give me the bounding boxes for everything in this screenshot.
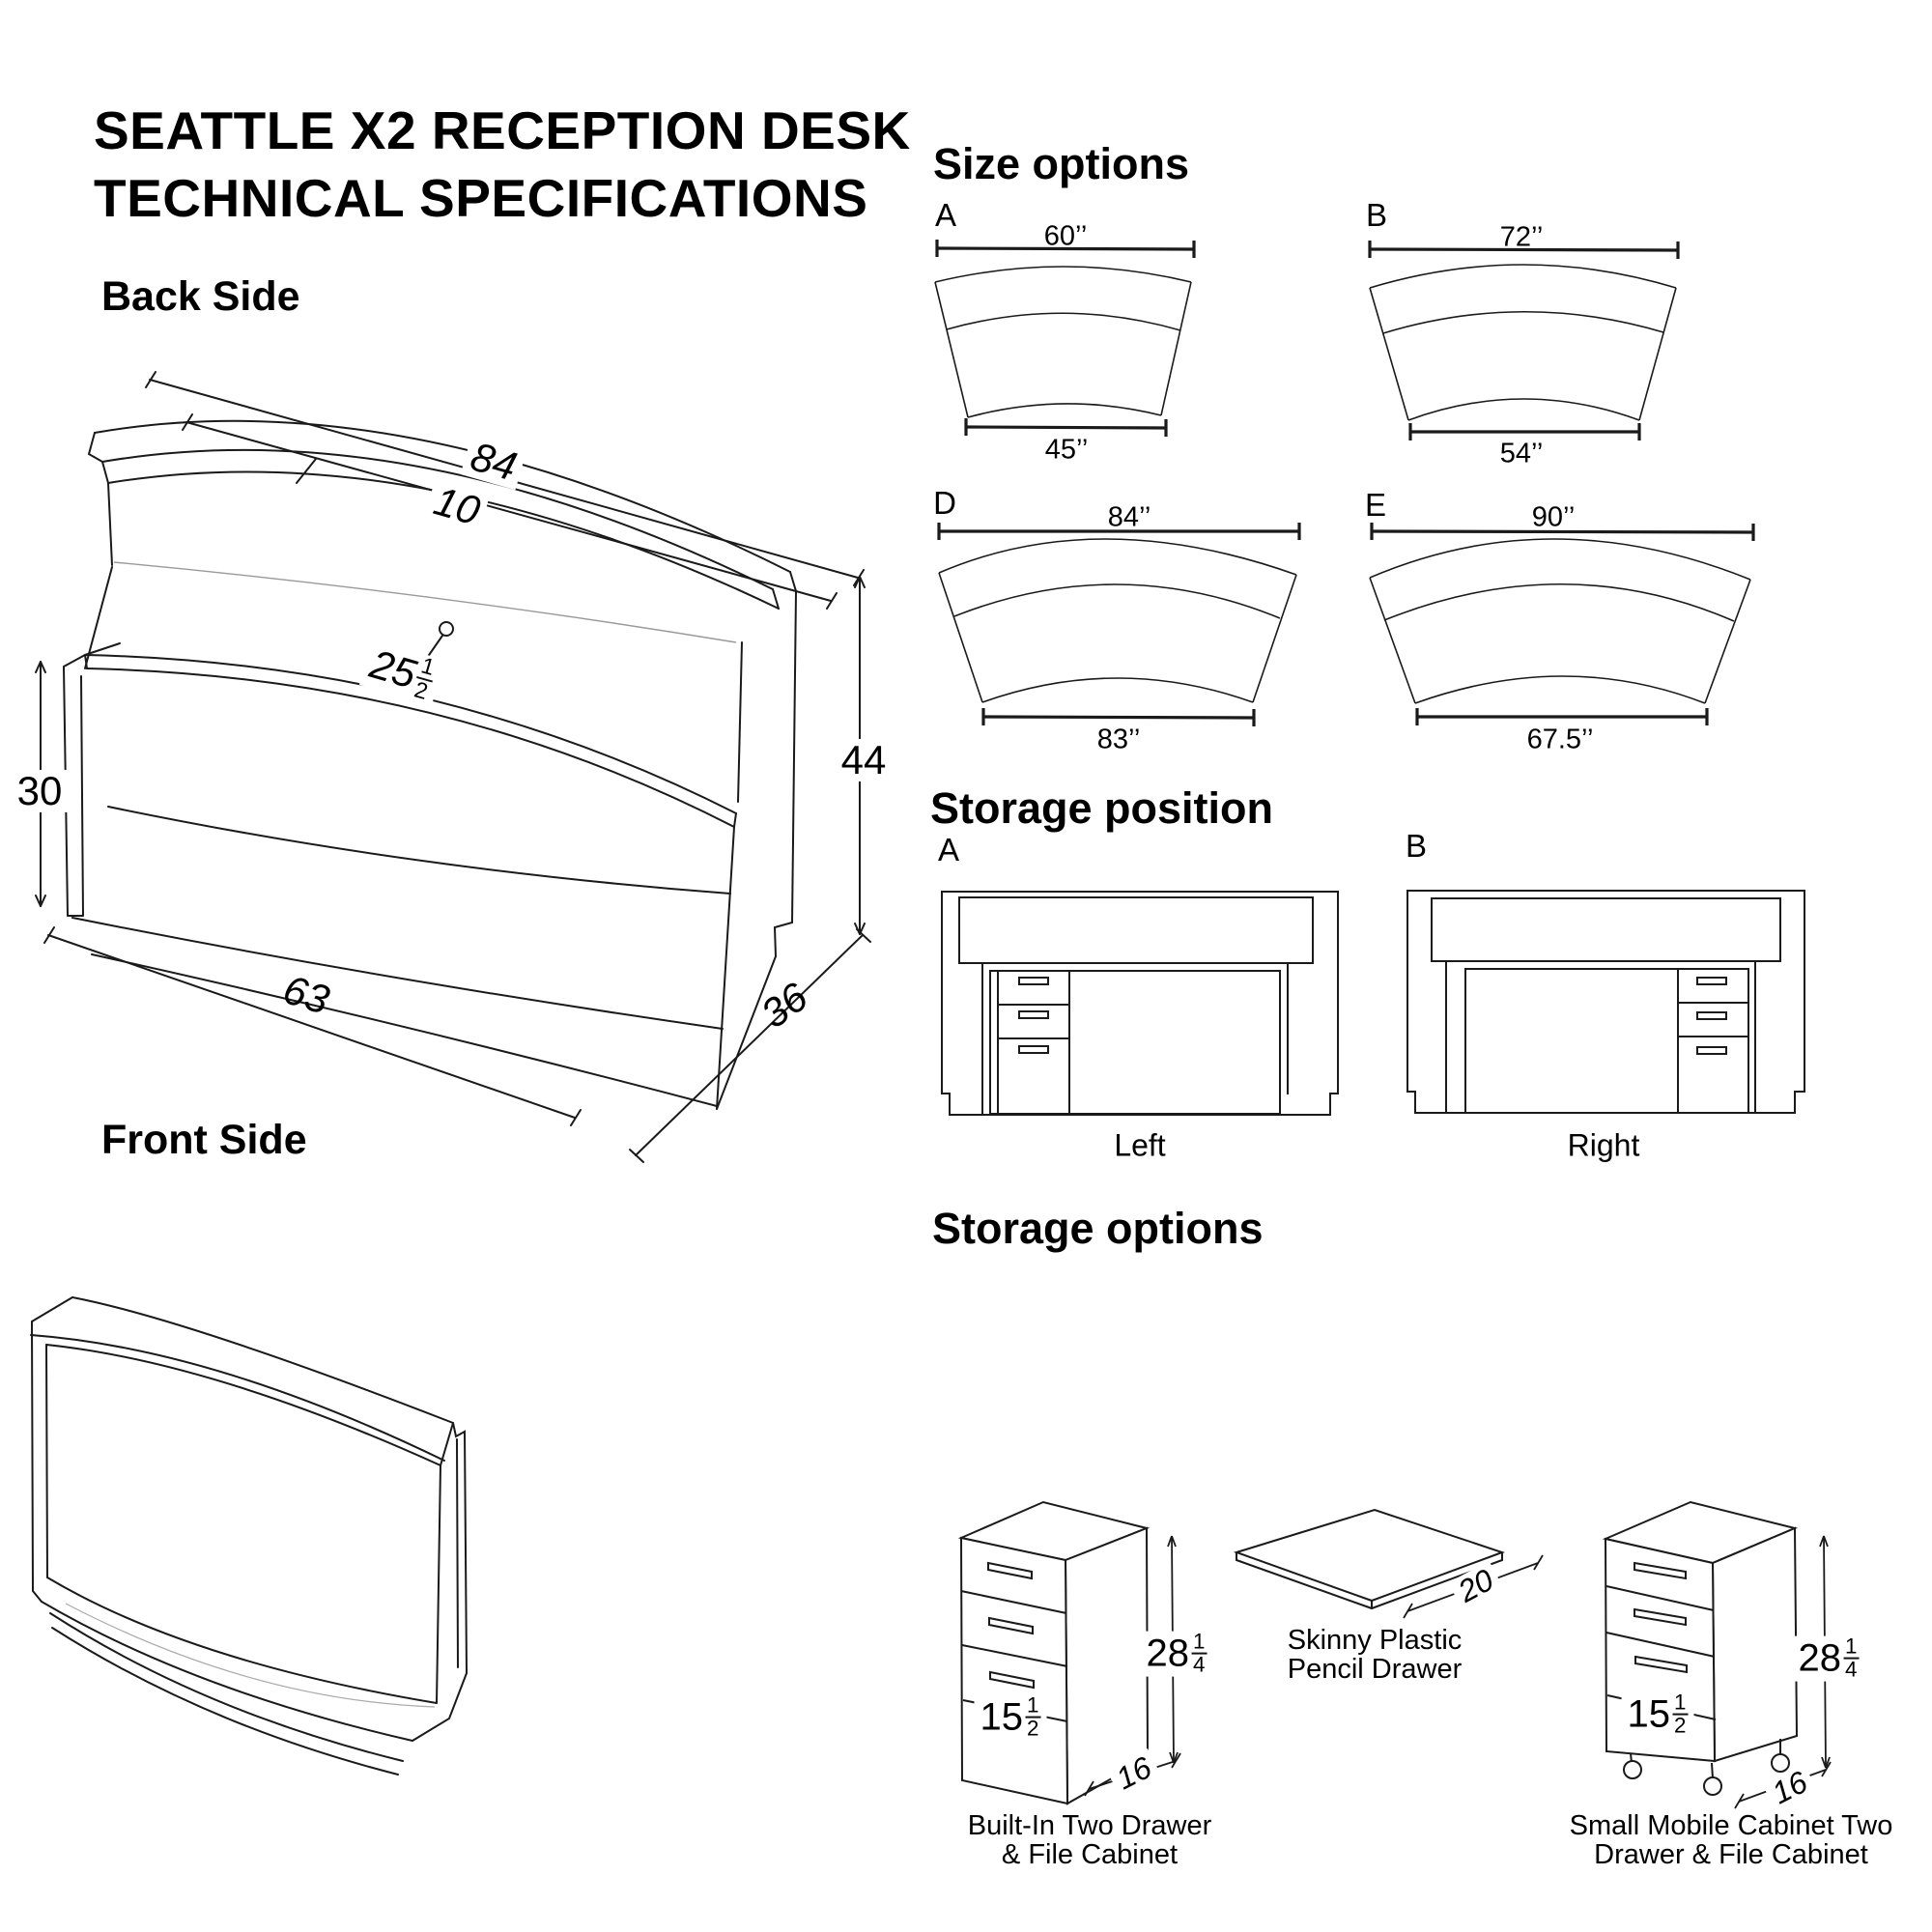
- dim-line-45: [966, 427, 1166, 428]
- dim-line-83: [983, 717, 1254, 718]
- front-den: 2: [1674, 1714, 1687, 1738]
- caster-wheel: [1624, 1761, 1641, 1778]
- size-option-b-label: B: [1365, 197, 1388, 233]
- page-title-line1: SEATTLE X2 RECEPTION DESK: [94, 100, 911, 160]
- dim-line-36: [636, 935, 863, 1155]
- size-option-d-label: D: [933, 485, 956, 521]
- storage-position-left-drawing: [927, 869, 1352, 1125]
- pencil-caption-line2: Pencil Drawer: [1287, 1654, 1463, 1685]
- size-options-heading: Size options: [933, 139, 1190, 188]
- pedestal-right: [1678, 969, 1748, 1113]
- storage-position-right-drawing: [1401, 869, 1816, 1125]
- front-side-drawing: [10, 1285, 493, 1797]
- size-e-top-dim: 90’’: [1531, 501, 1576, 533]
- drawer-handle: [1634, 1563, 1687, 1672]
- drawer-handle: [988, 1563, 1034, 1688]
- pencil-caption-line1: Skinny Plastic: [1287, 1625, 1463, 1656]
- size-option-e-label: E: [1364, 487, 1387, 523]
- size-option-d-drawing: [927, 488, 1309, 768]
- storage-position-heading: Storage position: [930, 783, 1274, 833]
- front-faint-line: [66, 1604, 435, 1707]
- front-whole: 15: [980, 1696, 1024, 1739]
- storage-position-a-label: A: [937, 832, 960, 867]
- pedestal-left: [998, 971, 1069, 1114]
- storage-position-left-caption: Left: [1114, 1127, 1166, 1163]
- dim-line-72: [1370, 249, 1678, 250]
- grommet-hole: [440, 622, 453, 636]
- dim-44-label: 44: [835, 738, 893, 782]
- page-title: SEATTLE X2 RECEPTION DESK TECHNICAL SPECI…: [94, 97, 911, 232]
- dim-30-label: 30: [11, 769, 69, 813]
- size-option-e-drawing: [1362, 488, 1768, 768]
- height-whole: 28: [1146, 1633, 1190, 1675]
- drawer-handle: [1019, 1046, 1048, 1053]
- back-side-drawing: [19, 348, 869, 1169]
- shelf-back-edge: [114, 562, 736, 642]
- height-den: 4: [1845, 1658, 1858, 1682]
- counter-front: [959, 897, 1313, 963]
- size-option-a-drawing: [918, 184, 1217, 473]
- height-num: 1: [1191, 1629, 1208, 1655]
- front-num: 1: [1025, 1692, 1041, 1719]
- size-option-a-label: A: [934, 197, 957, 233]
- built-in-caption-line2: & File Cabinet: [1001, 1839, 1179, 1870]
- front-num: 1: [1672, 1690, 1689, 1716]
- page-title-line2: TECHNICAL SPECIFICATIONS: [94, 168, 868, 228]
- front-side-heading: Front Side: [101, 1117, 307, 1163]
- storage-position-b-label: B: [1405, 828, 1428, 864]
- kneehole: [990, 971, 1280, 1114]
- built-in-caption: Built-In Two Drawer& File Cabinet: [968, 1811, 1212, 1869]
- dim-line-63: [48, 935, 575, 1118]
- size-b-bottom-dim: 54’’: [1499, 438, 1544, 469]
- size-d-bottom-dim: 83’’: [1096, 724, 1141, 755]
- size-b-top-dim: 72’’: [1499, 221, 1544, 253]
- drawer-handle: [1019, 1011, 1048, 1018]
- drawer-handle: [1697, 1047, 1726, 1054]
- mobile-caption-line1: Small Mobile Cabinet Two: [1569, 1810, 1893, 1841]
- cabinet-side-face: [1713, 1528, 1797, 1761]
- storage-options-heading: Storage options: [932, 1204, 1264, 1253]
- pencil-drawer-drawing: [1227, 1502, 1555, 1628]
- dim-line-90: [1372, 531, 1753, 532]
- counter-front: [1432, 898, 1780, 961]
- storage-position-right-caption: Right: [1567, 1127, 1640, 1163]
- drawer-handle: [1697, 1012, 1726, 1019]
- front-den: 2: [1027, 1717, 1039, 1741]
- cabinet-front-face: [961, 1538, 1067, 1804]
- kneehole: [1465, 969, 1678, 1113]
- dim-line-60: [937, 248, 1194, 249]
- height-num: 1: [1843, 1634, 1860, 1660]
- back-side-heading: Back Side: [101, 273, 300, 320]
- caster-wheel: [1704, 1777, 1721, 1795]
- size-d-top-dim: 84’’: [1107, 501, 1151, 533]
- height-whole: 28: [1798, 1637, 1842, 1680]
- built-in-caption-line1: Built-In Two Drawer: [967, 1810, 1212, 1841]
- front-whole: 15: [1627, 1693, 1671, 1736]
- size-option-b-drawing: [1357, 184, 1686, 473]
- size-a-top-dim: 60’’: [1043, 220, 1088, 252]
- mobile-caption-line2: Drawer & File Cabinet: [1594, 1839, 1868, 1870]
- size-a-bottom-dim: 45’’: [1044, 434, 1089, 466]
- size-e-bottom-dim: 67.5’’: [1526, 724, 1594, 755]
- drawer-handle: [1697, 978, 1726, 984]
- drawer-handle: [1019, 978, 1048, 984]
- height-den: 4: [1193, 1653, 1206, 1677]
